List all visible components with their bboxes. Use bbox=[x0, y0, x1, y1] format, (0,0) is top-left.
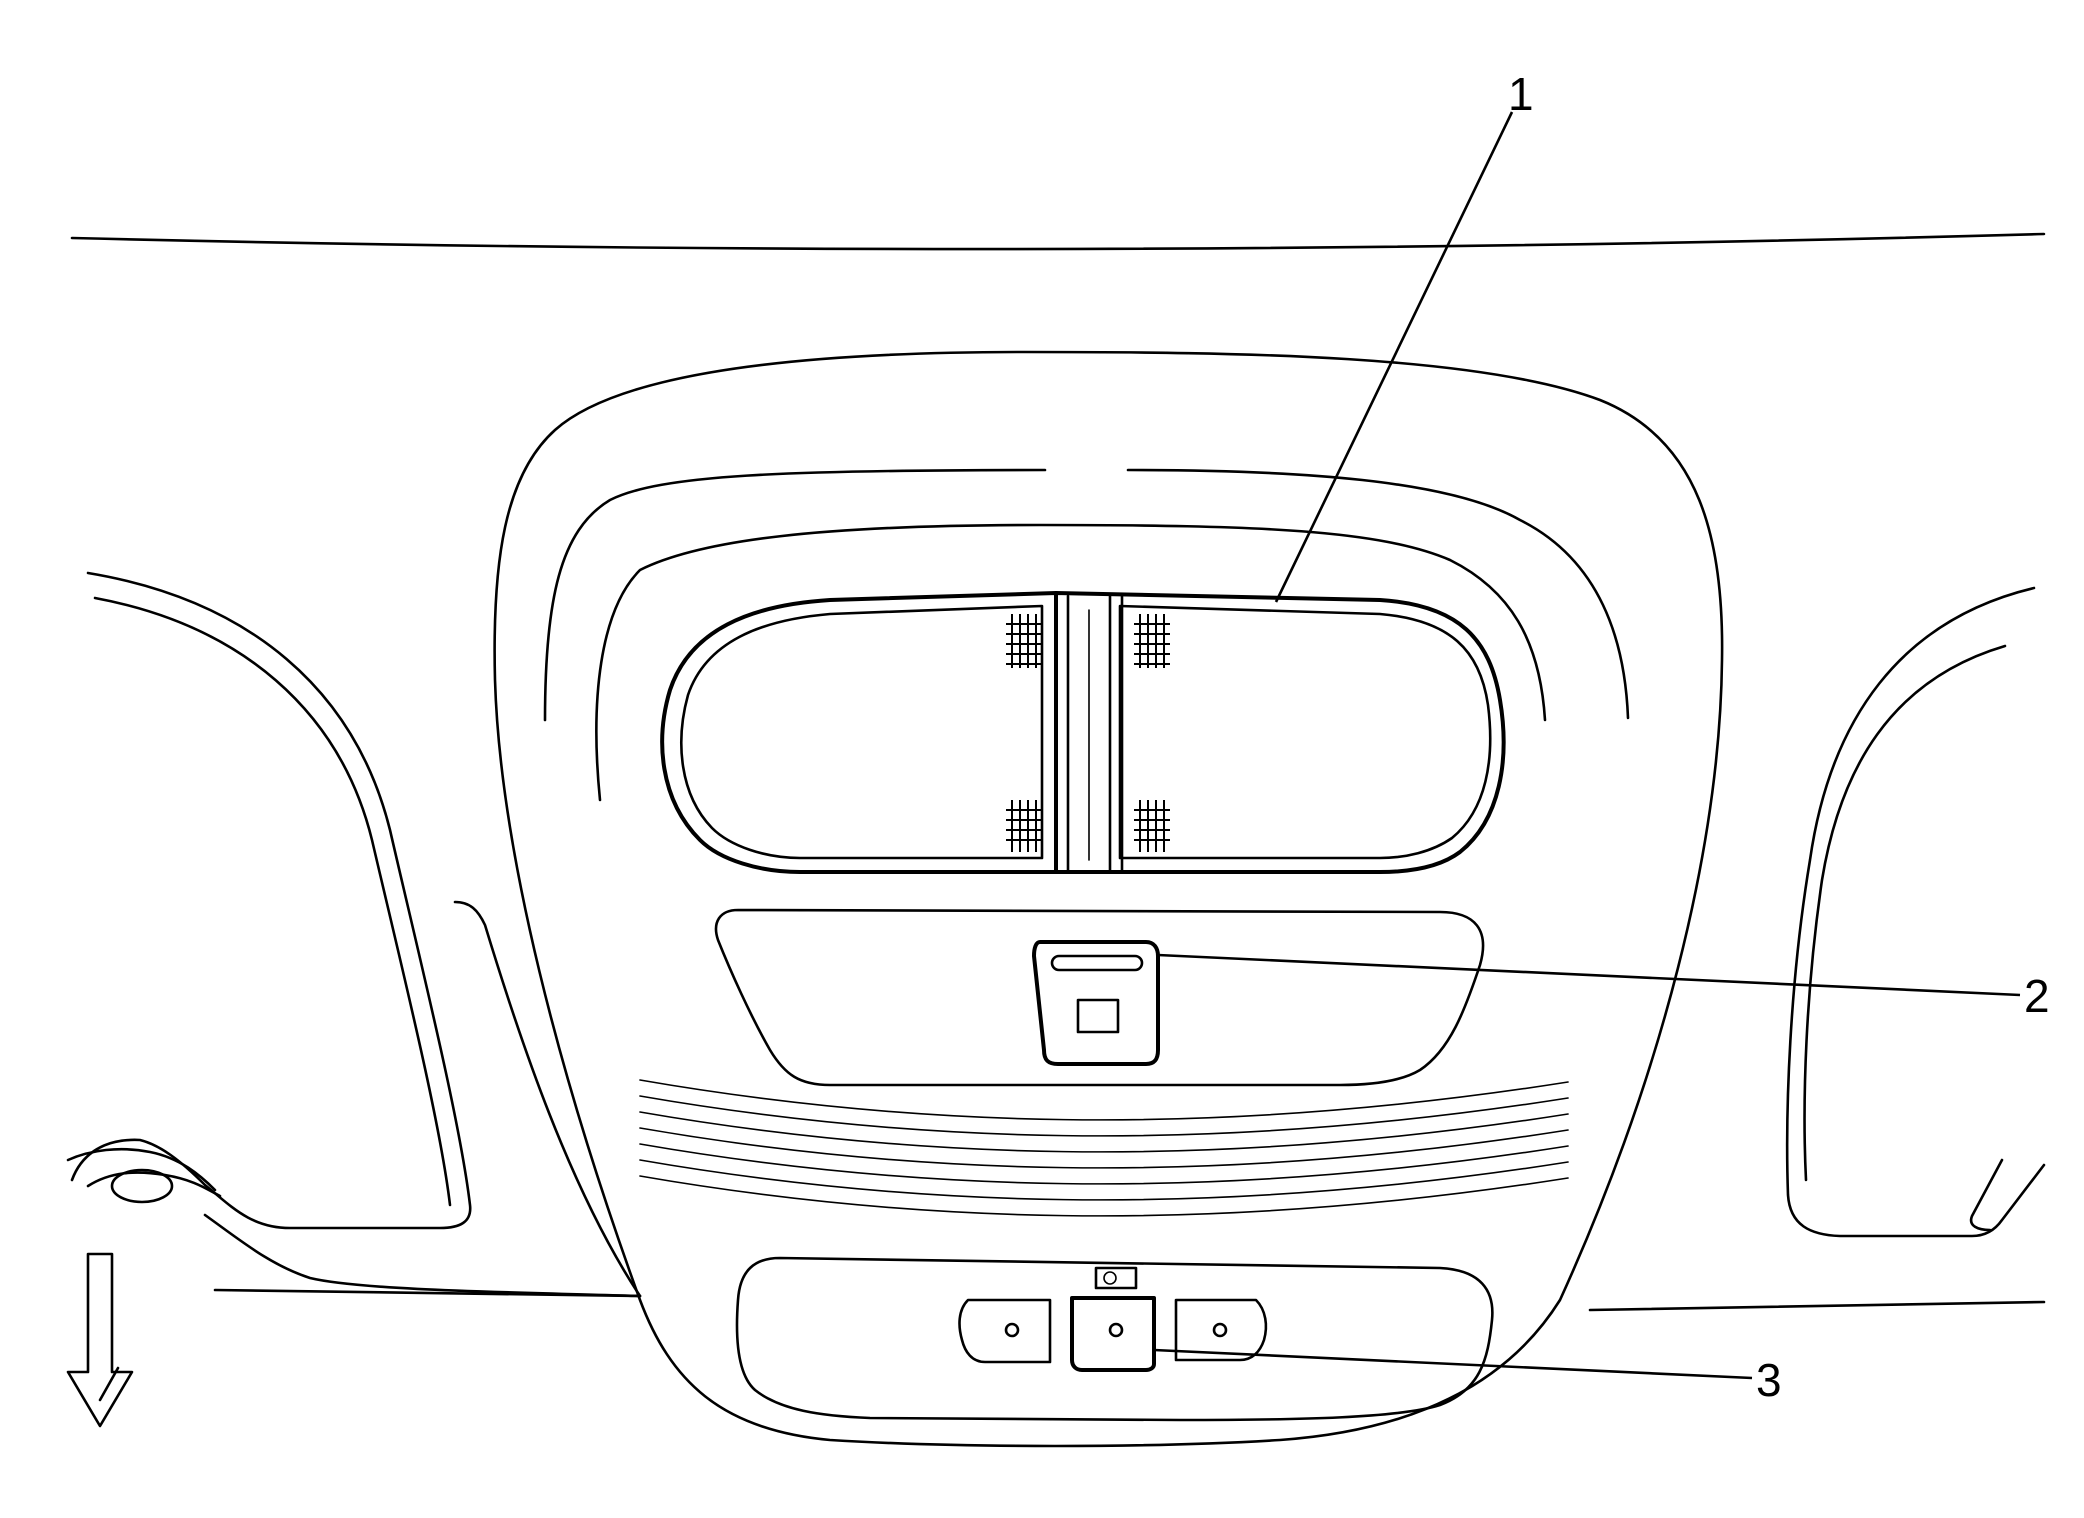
middle-panel bbox=[714, 908, 1485, 1087]
left-clip-bump bbox=[110, 1168, 174, 1204]
leader-2 bbox=[1157, 953, 2021, 997]
console-housing bbox=[493, 350, 1724, 1448]
indicator-window bbox=[1094, 1266, 1138, 1290]
callout-2-label: 2 bbox=[2024, 970, 2050, 1022]
switch-indicator bbox=[1076, 998, 1120, 1034]
lens-hatch-bottom-right bbox=[1134, 800, 1170, 852]
leader-1 bbox=[1274, 111, 1514, 603]
lens-hatch-top-left bbox=[1006, 614, 1042, 668]
forward-arrow-icon bbox=[66, 1252, 134, 1428]
right-pillar-trim bbox=[1785, 586, 2046, 1238]
right-switch bbox=[1174, 1298, 1268, 1362]
switch-slot bbox=[1050, 954, 1144, 972]
center-switch-dot bbox=[1108, 1322, 1124, 1338]
center-switch bbox=[1070, 1296, 1156, 1372]
callout-leaders bbox=[1153, 111, 2021, 1380]
dome-lamp-switch bbox=[1032, 940, 1160, 1066]
lens-hatch-top-right bbox=[1134, 614, 1170, 668]
lower-switch-panel bbox=[735, 1256, 1494, 1422]
console-grille bbox=[639, 1079, 1569, 1217]
left-switch bbox=[958, 1298, 1052, 1364]
map-lamp-lens bbox=[660, 591, 1506, 874]
left-switch-dot bbox=[1004, 1322, 1020, 1338]
lens-hatch-bottom-left bbox=[1006, 800, 1042, 852]
indicator-dot bbox=[1103, 1271, 1117, 1285]
right-switch-dot bbox=[1212, 1322, 1228, 1338]
callout-1-label: 1 bbox=[1508, 68, 1534, 120]
callout-3-label: 3 bbox=[1756, 1354, 1782, 1406]
left-pillar-trim bbox=[66, 571, 642, 1298]
leader-3 bbox=[1153, 1348, 1753, 1380]
